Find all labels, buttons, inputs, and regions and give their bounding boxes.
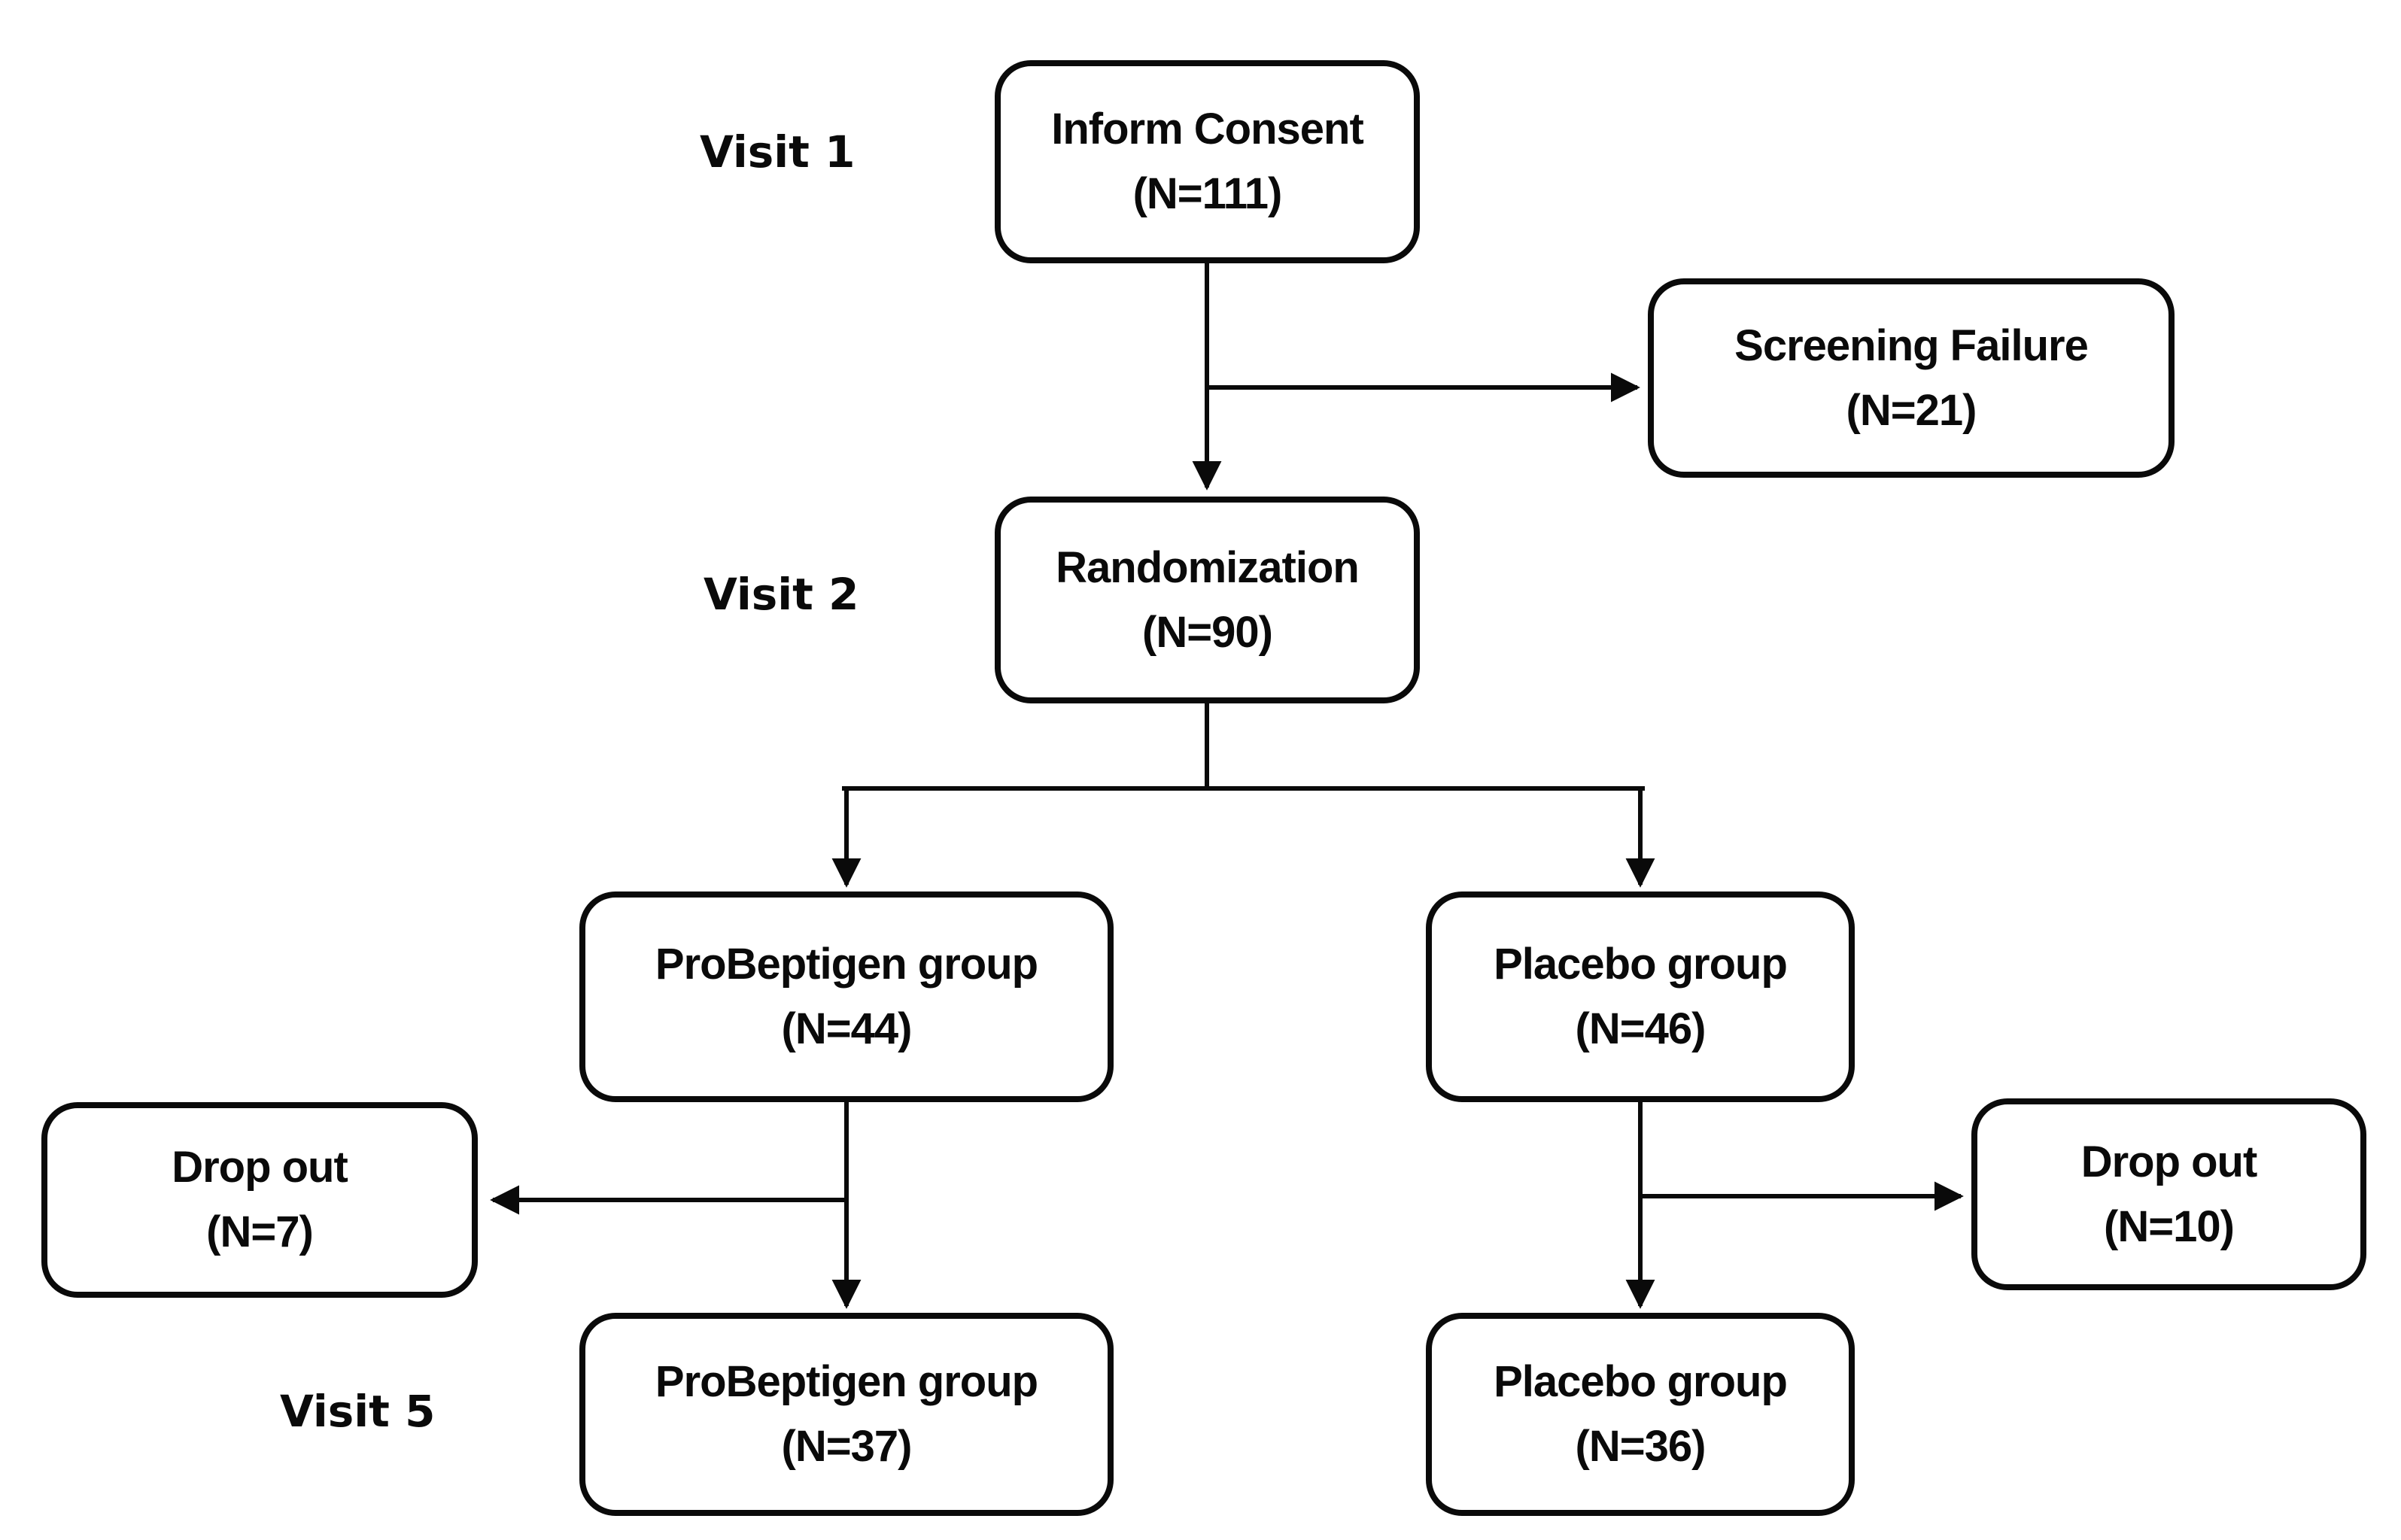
node-placebo-enrolled-title: Placebo group (1494, 940, 1788, 989)
node-dropout-probeptigen-count: (N=7) (206, 1207, 314, 1256)
node-probeptigen-enrolled-title: ProBeptigen group (655, 940, 1038, 989)
node-placebo-enrolled-count: (N=46) (1575, 1004, 1707, 1053)
node-screening-failure-count: (N=21) (1846, 385, 1977, 435)
node-probeptigen-completed-count: (N=37) (781, 1422, 913, 1471)
node-placebo-completed: Placebo group (N=36) (1426, 1313, 1855, 1516)
node-probeptigen-completed: ProBeptigen group (N=37) (579, 1313, 1114, 1516)
node-randomization: Randomization (N=90) (995, 497, 1420, 703)
node-probeptigen-completed-title: ProBeptigen group (655, 1357, 1038, 1407)
node-randomization-title: Randomization (1056, 542, 1360, 592)
visit-2-label: Visit 2 (704, 569, 859, 620)
node-screening-failure: Screening Failure (N=21) (1648, 278, 2175, 478)
node-probeptigen-enrolled: ProBeptigen group (N=44) (579, 891, 1114, 1102)
node-inform-consent-title: Inform Consent (1051, 105, 1364, 154)
node-probeptigen-enrolled-count: (N=44) (781, 1004, 913, 1053)
visit-1-label: Visit 1 (700, 126, 856, 178)
node-inform-consent: Inform Consent (N=111) (995, 60, 1420, 263)
node-dropout-probeptigen: Drop out (N=7) (41, 1102, 478, 1298)
visit-5-label: Visit 5 (280, 1386, 436, 1437)
node-dropout-placebo-title: Drop out (2080, 1137, 2258, 1186)
node-dropout-placebo: Drop out (N=10) (1971, 1098, 2366, 1290)
node-inform-consent-count: (N=111) (1132, 169, 1283, 218)
node-dropout-placebo-count: (N=10) (2104, 1201, 2235, 1251)
node-dropout-probeptigen-title: Drop out (172, 1143, 348, 1192)
node-randomization-count: (N=90) (1142, 607, 1273, 657)
node-placebo-enrolled: Placebo group (N=46) (1426, 891, 1855, 1102)
node-placebo-completed-count: (N=36) (1575, 1422, 1707, 1471)
node-screening-failure-title: Screening Failure (1734, 320, 2089, 370)
node-placebo-completed-title: Placebo group (1494, 1357, 1788, 1407)
